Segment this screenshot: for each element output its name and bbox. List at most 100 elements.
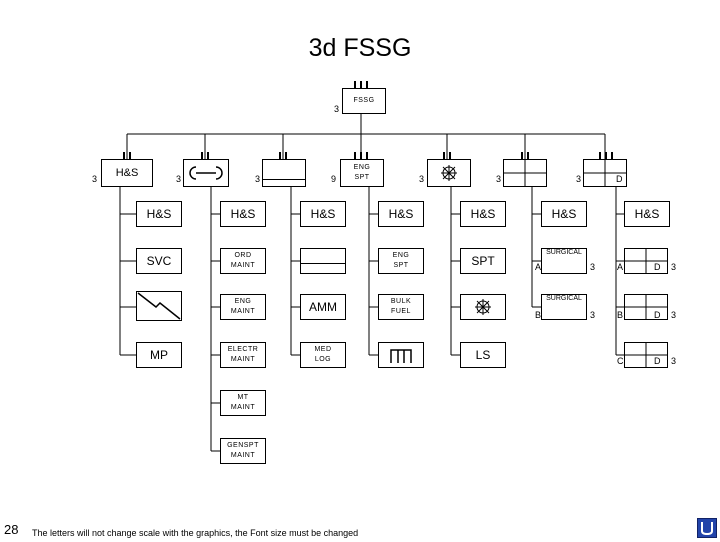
page-title: 3d FSSG [308, 34, 412, 62]
c4-hs-box[interactable]: H&S [378, 201, 424, 227]
dental-size-digit: 3 [496, 174, 502, 184]
hospital-inner-letter: D [616, 174, 623, 184]
c4-engspt-label: ENG SPT [392, 252, 410, 269]
c5-medical-box[interactable] [460, 294, 506, 320]
c7-row-a-box[interactable] [624, 248, 668, 274]
c7-row-c-box[interactable] [624, 342, 668, 368]
c4-bulkfuel-box[interactable]: BULK FUEL [378, 294, 424, 320]
c6-hs-label: H&S [551, 207, 577, 221]
app-logo-icon[interactable] [697, 518, 717, 538]
hs-unit-box[interactable]: H&S [101, 159, 153, 187]
c5-hs-box[interactable]: H&S [460, 201, 506, 227]
c7-inner-b: D [654, 310, 661, 320]
c6-hs-box[interactable]: H&S [541, 201, 587, 227]
c3-amm-label: AMM [309, 300, 337, 314]
medical-symbol-icon [441, 165, 457, 181]
c2-ordmaint-box[interactable]: ORD MAINT [220, 248, 266, 274]
engspt-unit-label: ENG SPT [353, 164, 371, 181]
grid-symbol-icon [624, 342, 668, 368]
page-number: 28 [4, 522, 19, 537]
c1-svc-box[interactable]: SVC [136, 248, 182, 274]
c2-mtmaint-box[interactable]: MT MAINT [220, 390, 266, 416]
c3-amm-box[interactable]: AMM [300, 294, 346, 320]
engspt-size-digit: 9 [331, 174, 337, 184]
hs-unit-label: H&S [115, 167, 139, 179]
c4-engspt-box[interactable]: ENG SPT [378, 248, 424, 274]
c7-letter-c: C [617, 356, 624, 366]
supply-symbol-icon [263, 179, 305, 186]
dental-unit-box[interactable] [503, 159, 547, 187]
medical-unit-box[interactable] [427, 159, 471, 187]
hs-size-digit: 3 [92, 174, 98, 184]
c2-ordmaint-label: ORD MAINT [230, 252, 256, 269]
c7-letter-b: B [617, 310, 624, 320]
top-size-digit: 3 [334, 104, 340, 114]
c6-surgical-b-label: SURGICAL [546, 295, 582, 302]
c1-svc-label: SVC [146, 254, 172, 268]
c7-inner-a: D [654, 262, 661, 272]
c1-comm-box[interactable] [136, 291, 182, 321]
c1-mp-label: MP [150, 348, 168, 362]
c7-hs-box[interactable]: H&S [624, 201, 670, 227]
c3-hs-box[interactable]: H&S [300, 201, 346, 227]
hospital-size-digit: 3 [576, 174, 582, 184]
c1-hs-box[interactable]: H&S [136, 201, 182, 227]
c2-genspt-label: GENSPT MAINT [227, 442, 259, 459]
c2-hs-box[interactable]: H&S [220, 201, 266, 227]
c4-hs-label: H&S [388, 207, 414, 221]
c2-electrmaint-label: ELECTR MAINT [227, 346, 259, 363]
c2-engmaint-label: ENG MAINT [230, 298, 256, 315]
supply-symbol-icon [301, 263, 345, 264]
hospital-unit-box[interactable] [583, 159, 627, 187]
maintenance-symbol-icon [189, 166, 223, 180]
c5-hs-label: H&S [470, 207, 496, 221]
c6-letter-a: A [535, 262, 542, 272]
supply-unit-box[interactable] [262, 159, 306, 187]
c6-surgical-a-label: SURGICAL [546, 249, 582, 256]
c6-surgical-b-box[interactable]: SURGICAL [541, 294, 587, 320]
fssg-label: FSSG [353, 97, 375, 104]
grid-symbol-icon [624, 294, 668, 320]
c6-digit-a: 3 [590, 262, 596, 272]
medical-size-digit: 3 [419, 174, 425, 184]
grid-symbol-icon [503, 159, 547, 187]
c2-engmaint-box[interactable]: ENG MAINT [220, 294, 266, 320]
c7-hs-label: H&S [634, 207, 660, 221]
c3-hs-label: H&S [310, 207, 336, 221]
c5-spt-box[interactable]: SPT [460, 248, 506, 274]
c7-inner-c: D [654, 356, 661, 366]
c2-hs-label: H&S [230, 207, 256, 221]
c3-medlog-box[interactable]: MED LOG [300, 342, 346, 368]
maintenance-unit-box[interactable] [183, 159, 229, 187]
c7-letter-a: A [617, 262, 624, 272]
c6-letter-b: B [535, 310, 542, 320]
footer-note: The letters will not change scale with t… [32, 528, 359, 538]
c6-digit-b: 3 [590, 310, 596, 320]
c2-electrmaint-box[interactable]: ELECTR MAINT [220, 342, 266, 368]
c7-digit-c: 3 [671, 356, 677, 366]
c1-hs-label: H&S [146, 207, 172, 221]
medical-symbol-icon [475, 299, 491, 315]
transport-symbol-icon [390, 349, 412, 363]
grid-symbol-icon [583, 159, 627, 187]
c3-supply-box[interactable] [300, 248, 346, 274]
logo-glyph [701, 522, 713, 536]
maint-size-digit: 3 [176, 174, 182, 184]
supply-size-digit: 3 [255, 174, 261, 184]
c7-row-b-box[interactable] [624, 294, 668, 320]
c2-genspt-box[interactable]: GENSPT MAINT [220, 438, 266, 464]
grid-symbol-icon [624, 248, 668, 274]
c1-mp-box[interactable]: MP [136, 342, 182, 368]
c4-transport-box[interactable] [378, 342, 424, 368]
engspt-unit-box[interactable]: ENG SPT [340, 159, 384, 187]
c5-ls-label: LS [475, 348, 491, 362]
c7-digit-b: 3 [671, 310, 677, 320]
lightning-icon [137, 292, 181, 320]
c4-bulkfuel-label: BULK FUEL [390, 298, 412, 315]
c5-ls-box[interactable]: LS [460, 342, 506, 368]
c6-surgical-a-box[interactable]: SURGICAL [541, 248, 587, 274]
c7-digit-a: 3 [671, 262, 677, 272]
fssg-box[interactable]: FSSG [342, 88, 386, 114]
c5-spt-label: SPT [471, 254, 495, 268]
